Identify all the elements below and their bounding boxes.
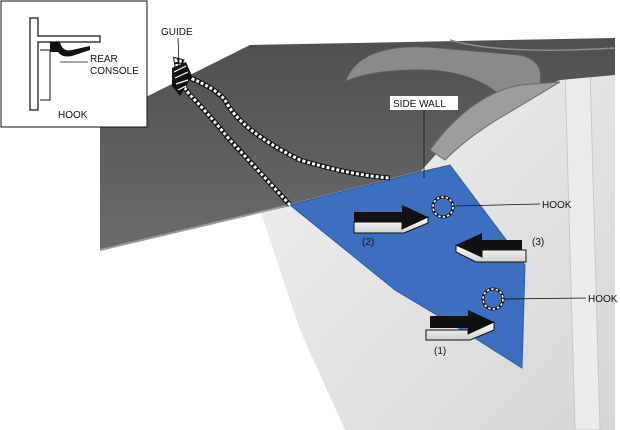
step-1-label: (1) <box>434 346 446 357</box>
console-handle <box>429 81 561 161</box>
leader-hook-lower <box>503 297 587 300</box>
arrow-step-2 <box>353 205 429 234</box>
leader-guide <box>177 37 180 65</box>
guide-label: GUIDE <box>161 27 193 38</box>
inset-hook-shape <box>50 42 90 57</box>
inset-wall-inner <box>40 49 51 101</box>
step-2-label: (2) <box>362 237 374 248</box>
step-3-label: (3) <box>532 237 544 248</box>
arrow-step-3 <box>455 233 527 263</box>
inset-wall-bracket <box>29 17 101 111</box>
guide-hatch <box>172 62 192 96</box>
inset-title: HOOK <box>58 110 88 121</box>
console-upper-line <box>449 39 616 51</box>
inset-detail: REAR CONSOLE HOOK <box>0 0 148 128</box>
leader-hook-upper <box>453 203 541 207</box>
side-wall-label: SIDE WALL <box>393 99 446 110</box>
inset-part-label-1: REAR <box>90 54 118 65</box>
arrow-step-1 <box>425 310 495 341</box>
inset-part-label-2: CONSOLE <box>90 66 139 77</box>
hook-circle-upper <box>431 195 455 219</box>
console-dark-body <box>100 38 615 250</box>
hook-circle-lower <box>481 287 505 311</box>
hook-label-lower: HOOK <box>588 294 618 305</box>
hook-label-upper: HOOK <box>542 200 572 211</box>
